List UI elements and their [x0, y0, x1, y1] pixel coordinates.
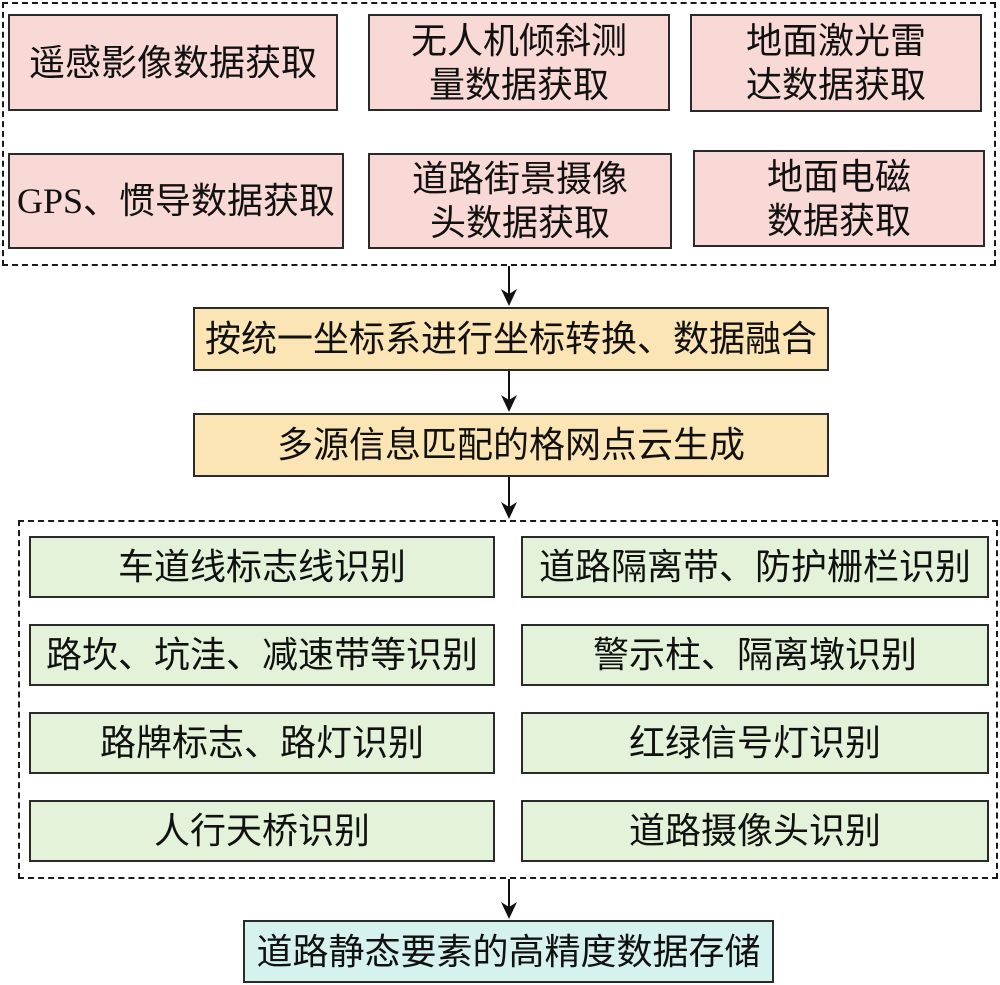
box-label-line-2: 头数据获取 — [429, 203, 610, 243]
ground-em-acquisition-box: 地面电磁 数据获取 — [693, 150, 985, 247]
arrow-recognition-to-storage — [501, 879, 517, 919]
post-bollard-recognition-box: 警示柱、隔离墩识别 — [521, 624, 989, 686]
uav-oblique-acquisition-box: 无人机倾斜测 量数据获取 — [368, 14, 670, 111]
grid-point-cloud-box: 多源信息匹配的格网点云生成 — [193, 413, 829, 477]
box-label: 遥感影像数据获取 — [28, 42, 317, 83]
gps-ins-acquisition-box: GPS、惯导数据获取 — [8, 153, 344, 249]
coordinate-fusion-box: 按统一坐标系进行坐标转换、数据融合 — [193, 307, 829, 371]
box-label-line-2: 达数据获取 — [745, 65, 926, 105]
box-label: 警示柱、隔离墩识别 — [592, 635, 917, 675]
box-label: 人行天桥识别 — [153, 811, 370, 851]
box-label: 按统一坐标系进行坐标转换、数据融合 — [204, 319, 817, 359]
box-label: 道路隔离带、防护栅栏识别 — [538, 547, 971, 587]
box-label: 道路静态要素的高精度数据存储 — [256, 931, 761, 972]
box-label: 道路摄像头识别 — [628, 811, 881, 851]
box-label-line-1: 地面电磁 — [766, 156, 911, 197]
recognition-group — [18, 520, 998, 879]
box-label-line-2: 量数据获取 — [428, 64, 609, 105]
box-label: 车道线标志线识别 — [117, 547, 406, 587]
sign-streetlight-recognition-box: 路牌标志、路灯识别 — [29, 712, 495, 774]
box-label: 路坎、坑洼、减速带等识别 — [45, 635, 478, 675]
remote-sensing-acquisition-box: 遥感影像数据获取 — [8, 14, 338, 111]
box-label: GPS、惯导数据获取 — [16, 181, 336, 221]
hd-data-storage-box: 道路静态要素的高精度数据存储 — [243, 920, 774, 983]
lane-marking-recognition-box: 车道线标志线识别 — [29, 536, 495, 598]
traffic-light-recognition-box: 红绿信号灯识别 — [521, 712, 989, 774]
box-label: 红绿信号灯识别 — [628, 723, 881, 763]
curb-pothole-bump-recognition-box: 路坎、坑洼、减速带等识别 — [29, 624, 495, 686]
road-camera-recognition-box: 道路摄像头识别 — [521, 800, 989, 862]
arrow-point-cloud-to-recognition — [501, 477, 517, 519]
box-label-line-1: 无人机倾斜测 — [410, 20, 627, 61]
box-label: 多源信息匹配的格网点云生成 — [276, 425, 745, 465]
barrier-fence-recognition-box: 道路隔离带、防护栅栏识别 — [521, 536, 989, 598]
footbridge-recognition-box: 人行天桥识别 — [29, 800, 495, 862]
box-label: 路牌标志、路灯识别 — [99, 723, 424, 763]
data-acquisition-group — [2, 2, 996, 266]
street-camera-acquisition-box: 道路街景摄像 头数据获取 — [368, 153, 672, 249]
box-label-line-1: 道路街景摄像 — [411, 159, 628, 199]
box-label-line-1: 地面激光雷 — [745, 21, 926, 61]
ground-lidar-acquisition-box: 地面激光雷 达数据获取 — [690, 14, 982, 112]
arrow-fusion-to-point-cloud — [501, 371, 517, 412]
box-label-line-2: 数据获取 — [766, 200, 911, 241]
arrow-acquisition-to-fusion — [501, 266, 517, 306]
